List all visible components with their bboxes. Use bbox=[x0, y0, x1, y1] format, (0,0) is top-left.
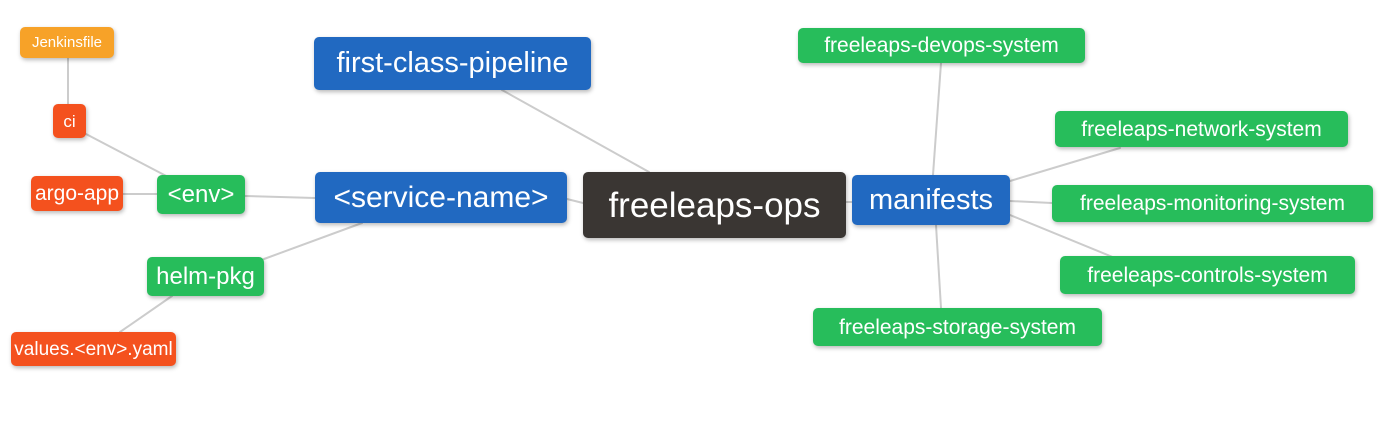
edge-manifests-storage-system bbox=[935, 224, 942, 309]
edge-manifests-network-system bbox=[1009, 147, 1121, 182]
node-devops-system[interactable]: freeleaps-devops-system bbox=[798, 28, 1085, 63]
edge-helm-pkg-service-name bbox=[263, 222, 363, 260]
node-first-class-pipeline[interactable]: first-class-pipeline bbox=[314, 37, 591, 90]
node-controls-system[interactable]: freeleaps-controls-system bbox=[1060, 256, 1355, 294]
edge-ci-env bbox=[85, 133, 173, 180]
edge-manifests-monitoring-system bbox=[1009, 200, 1053, 204]
node-manifests[interactable]: manifests bbox=[852, 175, 1010, 225]
node-ci[interactable]: ci bbox=[53, 104, 86, 138]
node-helm-pkg[interactable]: helm-pkg bbox=[147, 257, 264, 296]
node-storage-system[interactable]: freeleaps-storage-system bbox=[813, 308, 1102, 346]
node-monitoring-system[interactable]: freeleaps-monitoring-system bbox=[1052, 185, 1373, 222]
edge-service-name-freeleaps-ops bbox=[566, 198, 584, 204]
edge-first-class-pipeline-freeleaps-ops bbox=[501, 89, 650, 173]
node-service-name[interactable]: <service-name> bbox=[315, 172, 567, 223]
edge-values-env-yaml-helm-pkg bbox=[119, 295, 173, 333]
node-argo-app[interactable]: argo-app bbox=[31, 176, 123, 211]
node-values-env-yaml[interactable]: values.<env>.yaml bbox=[11, 332, 176, 366]
node-network-system[interactable]: freeleaps-network-system bbox=[1055, 111, 1348, 147]
node-freeleaps-ops[interactable]: freeleaps-ops bbox=[583, 172, 846, 238]
edge-env-service-name bbox=[244, 195, 316, 199]
node-jenkinsfile[interactable]: Jenkinsfile bbox=[20, 27, 114, 58]
node-env[interactable]: <env> bbox=[157, 175, 245, 214]
edge-manifests-devops-system bbox=[932, 62, 942, 176]
